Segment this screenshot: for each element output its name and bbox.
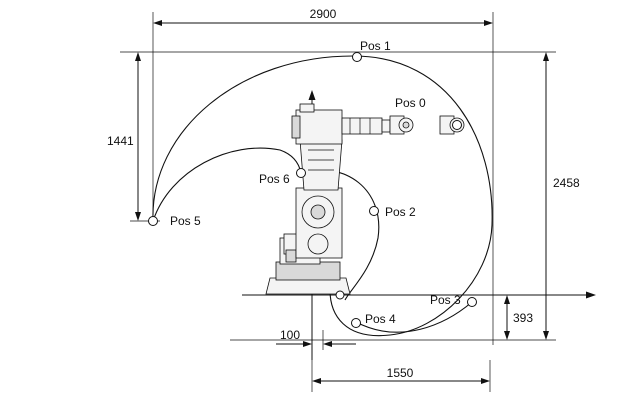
pos1-marker: [352, 52, 362, 62]
working-envelope: [152, 55, 493, 337]
pos5-label: Pos 5: [170, 214, 201, 228]
dim-height-pos3: 393: [504, 295, 533, 340]
robot-icon: [265, 103, 465, 295]
dim-height-pos5-label: 1441: [107, 134, 134, 148]
dim-offset-x-label: 100: [280, 328, 300, 342]
pos2-marker: [369, 206, 379, 216]
dim-height-total: 2458: [543, 52, 580, 340]
pos1-label: Pos 1: [360, 39, 391, 53]
pos4-marker: [351, 318, 361, 328]
pos5-marker: [148, 216, 158, 226]
pos4-label: Pos 4: [365, 312, 396, 326]
pos6-label: Pos 6: [259, 172, 290, 186]
position-markers: [148, 52, 477, 328]
dim-height-total-label: 2458: [553, 176, 580, 190]
dim-height-pos5: 1441: [107, 52, 141, 221]
pos3-label: Pos 3: [430, 293, 461, 307]
pos3-marker: [467, 297, 477, 307]
dim-reach-width: 2900: [153, 7, 493, 26]
pos0-label: Pos 0: [395, 96, 426, 110]
pos0-marker: [452, 120, 462, 130]
position-labels: Pos 0 Pos 1 Pos 2 Pos 3 Pos 4 Pos 5 Pos …: [170, 39, 461, 326]
dim-reach-forward: 1550: [312, 366, 490, 384]
dim-offset-x: 100: [276, 328, 356, 347]
pos6-marker: [296, 168, 306, 178]
pos2-label: Pos 2: [385, 205, 416, 219]
dim-height-pos3-label: 393: [513, 311, 533, 325]
origin-marker: [335, 290, 345, 300]
dim-reach-width-label: 2900: [310, 7, 337, 21]
dim-reach-forward-label: 1550: [387, 366, 414, 380]
